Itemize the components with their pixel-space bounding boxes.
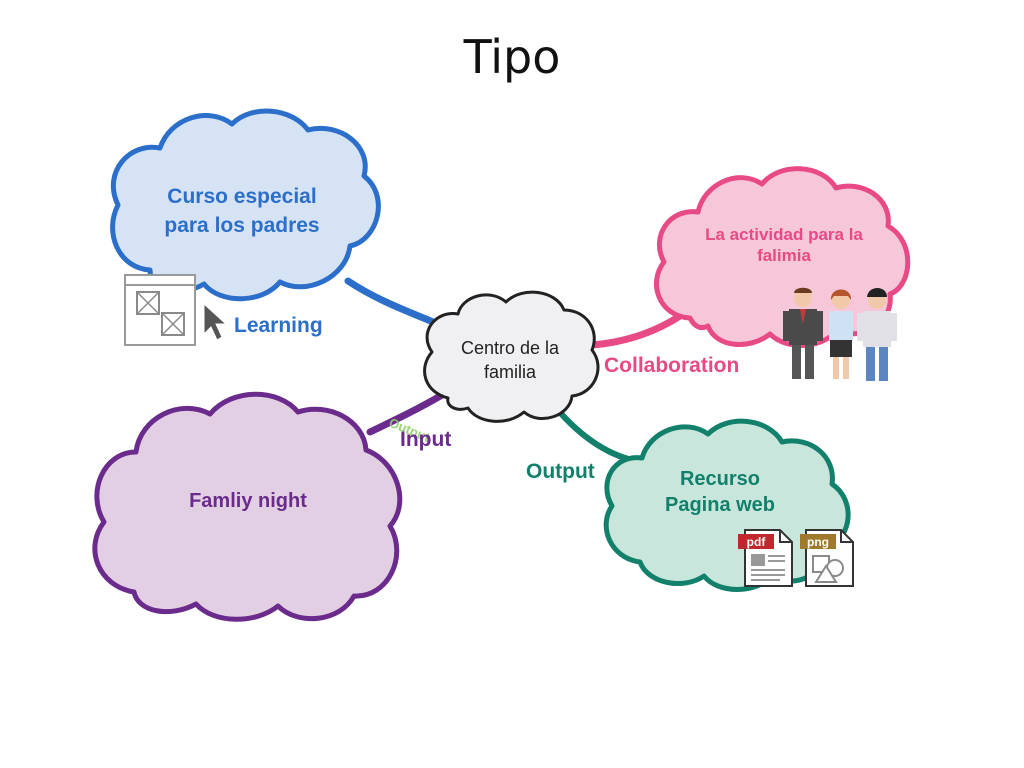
curso-line2: para los padres xyxy=(164,214,319,237)
cloud-curso-especial xyxy=(110,108,381,302)
png-file-icon: png xyxy=(800,529,854,587)
pdf-badge-label: pdf xyxy=(747,535,767,549)
edge-label-learning: Learning xyxy=(234,314,323,337)
connector-output xyxy=(553,405,635,463)
curso-line1: Curso especial xyxy=(167,185,316,208)
family-people-icon xyxy=(783,287,897,381)
edge-label-collaboration: Collaboration xyxy=(604,354,739,377)
edge-label-output: Output xyxy=(526,460,595,483)
cloud-family-night xyxy=(92,391,403,622)
connector-input xyxy=(366,391,446,436)
edge-label-input: Input xyxy=(400,428,451,451)
actividad-line2: falimia xyxy=(757,246,811,265)
pdf-file-icon: pdf xyxy=(738,529,793,587)
recurso-line1: Recurso xyxy=(680,468,760,490)
center-line2: familia xyxy=(484,362,537,382)
recurso-line2: Pagina web xyxy=(665,494,775,516)
cloud-center xyxy=(423,290,600,423)
connector-collaboration xyxy=(588,308,690,349)
actividad-line1: La actividad para la xyxy=(705,225,863,244)
family-night-label: Famliy night xyxy=(189,490,307,512)
connector-learning xyxy=(344,277,444,329)
center-line1: Centro de la xyxy=(461,338,560,358)
wireframe-window-icon xyxy=(124,274,196,346)
cursor-arrow-icon xyxy=(203,302,228,341)
page-title: Tipo xyxy=(463,30,561,84)
png-badge-label: png xyxy=(807,535,829,549)
